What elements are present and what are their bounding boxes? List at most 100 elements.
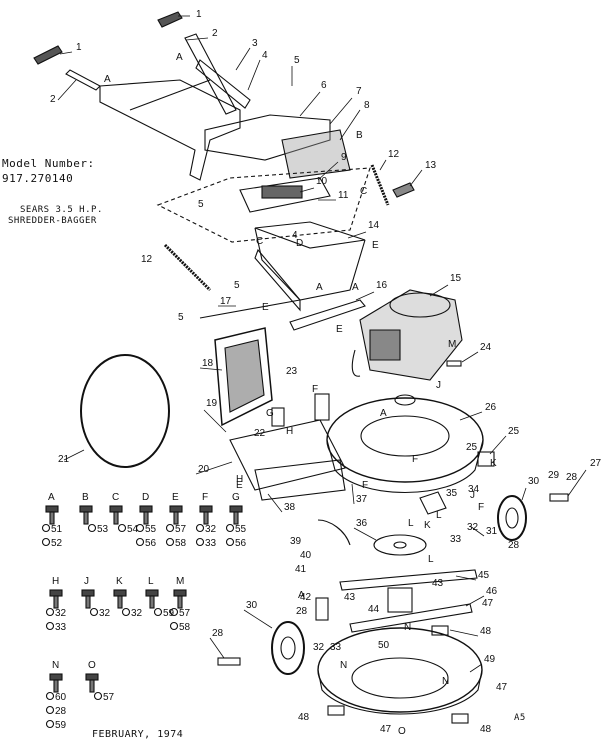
bolt-head-icon: [49, 673, 63, 681]
leader-line: [235, 47, 251, 71]
mower-deck: [326, 394, 495, 515]
adapter-44: [387, 587, 413, 613]
callout-c20: 20: [198, 464, 210, 475]
ref-letter-lN2: N: [340, 660, 347, 671]
callout-c38: 38: [284, 502, 296, 513]
lower-handle-tube: [65, 69, 101, 91]
ref-letter-lF2: F: [412, 454, 418, 465]
callout-c12b: 12: [141, 254, 153, 265]
callout-c30b: 30: [246, 600, 258, 611]
leader-line: [347, 231, 367, 239]
callout-c11: 11: [338, 190, 349, 201]
leader-line: [199, 367, 223, 371]
washer-icon: [165, 523, 175, 533]
ref-letter-lN3: N: [442, 676, 449, 687]
bolt-head-icon: [139, 505, 153, 513]
spring-12-upper: [370, 164, 390, 206]
hardware-letter-G: G: [232, 492, 240, 503]
callout-c12a: 12: [388, 149, 400, 160]
callout-c32b: 32: [313, 642, 325, 653]
washer-icon: [93, 691, 103, 701]
bolt-head-icon: [145, 589, 159, 597]
callout-c26: 26: [485, 402, 497, 413]
leader-line: [409, 169, 423, 187]
bolt-shank-icon: [143, 511, 149, 525]
leader-line: [459, 411, 483, 421]
handle-brace: [129, 79, 211, 111]
chute-flap: [281, 129, 351, 179]
chute-deflector: [204, 114, 331, 161]
hopper-body: [254, 227, 366, 301]
bolt-shank-icon: [149, 595, 155, 609]
callout-c13: 13: [425, 160, 437, 171]
callout-c47b: 47: [380, 724, 392, 735]
bag-screen-assembly: [214, 327, 346, 501]
callout-c34: 34: [468, 484, 480, 495]
callout-c45: 45: [478, 570, 490, 581]
callout-c5d: 5: [178, 312, 184, 323]
washer-icon: [45, 691, 55, 701]
bolt-head-icon: [79, 505, 93, 513]
engine-assembly: [351, 289, 463, 381]
leader-line: [353, 527, 377, 541]
hardware-letter-C: C: [112, 492, 119, 503]
washer-icon: [45, 719, 55, 729]
callout-c2b: 2: [50, 94, 56, 105]
bolt-shank-icon: [203, 511, 209, 525]
hardware-part-G-55: 55: [235, 524, 247, 535]
washer-icon: [169, 607, 179, 617]
hardware-letter-A: A: [48, 492, 55, 503]
hardware-letter-D: D: [142, 492, 149, 503]
hardware-part-O-57: 57: [103, 692, 115, 703]
hardware-part-F-33: 33: [205, 538, 217, 549]
bolt-shank-icon: [83, 511, 89, 525]
leader-line: [567, 469, 587, 497]
leader-line: [449, 629, 479, 637]
leader-line: [465, 595, 485, 607]
leader-line: [57, 79, 77, 101]
wheel-left-hub: [280, 636, 296, 660]
handle-grip-upper: [157, 11, 183, 28]
bolt-shank-icon: [49, 511, 55, 525]
washer-icon: [135, 537, 145, 547]
discharge-chute-19: [229, 419, 346, 491]
callout-c17: 17: [220, 296, 232, 307]
ref-letter-lK2: K: [424, 520, 431, 531]
hardware-part-L-59: 59: [163, 608, 175, 619]
hardware-part-H-32: 32: [55, 608, 67, 619]
ref-letter-lJ2: J: [470, 490, 475, 501]
ref-letter-lA2: A: [176, 52, 183, 63]
blade-45: [339, 569, 478, 591]
spring-12-lower: [163, 243, 212, 292]
model-number-label: Model Number:: [2, 157, 95, 170]
callout-c43a: 43: [344, 592, 356, 603]
callout-c48b: 48: [298, 712, 310, 723]
callout-c29: 29: [548, 470, 560, 481]
washer-icon: [135, 523, 145, 533]
callout-c39: 39: [290, 536, 302, 547]
hardware-letter-M: M: [176, 576, 184, 587]
bolt-head-icon: [169, 505, 183, 513]
bolt-head-icon: [173, 589, 187, 597]
callout-c28c: 28: [212, 628, 224, 639]
callout-c31: 31: [486, 526, 498, 537]
ref-letter-lN1: N: [404, 622, 411, 633]
ref-letter-lB: B: [356, 130, 363, 141]
callout-c14: 14: [368, 220, 380, 231]
support-38: [254, 459, 346, 501]
rod-17: [199, 299, 301, 319]
callout-c1a: 1: [196, 9, 202, 20]
ref-letter-lH1: H: [286, 426, 293, 437]
washer-icon: [45, 621, 55, 631]
ref-letter-lJ1: J: [436, 380, 441, 391]
ref-letter-lG: G: [266, 408, 274, 419]
leader-line: [209, 637, 225, 659]
chute-grille: [261, 185, 303, 199]
washer-icon: [195, 537, 205, 547]
hardware-part-E-57: 57: [175, 524, 187, 535]
callout-c49: 49: [484, 654, 496, 665]
ref-letter-lA1: A: [104, 74, 111, 85]
bolt-head-icon: [109, 505, 123, 513]
hardware-part-F-32: 32: [205, 524, 217, 535]
washer-icon: [45, 607, 55, 617]
